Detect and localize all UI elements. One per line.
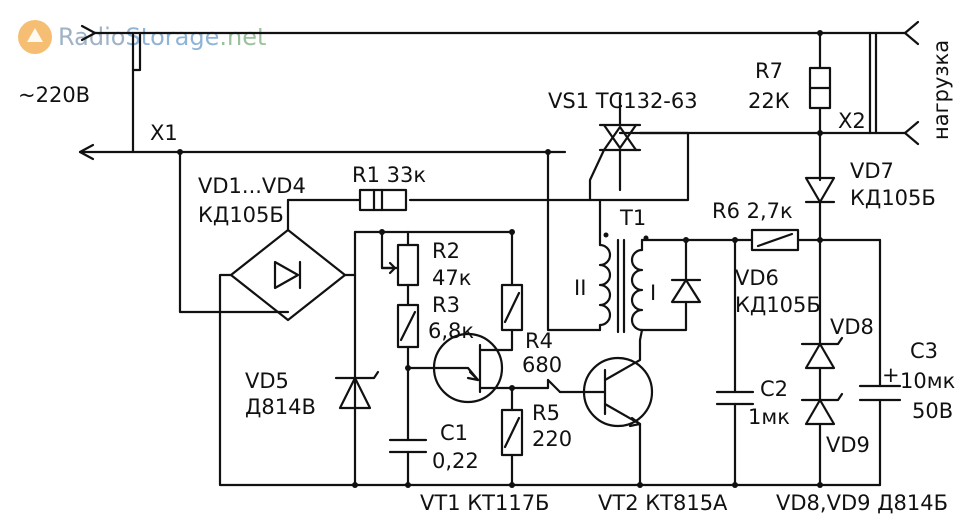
watermark-text-b: Storage: [125, 23, 219, 51]
vd8-label: VD8: [830, 315, 874, 339]
r5-resistor: [500, 378, 550, 487]
c1-value: 0,22: [432, 449, 479, 473]
r4-name: R4: [525, 329, 553, 353]
r5-value: 220: [532, 427, 572, 451]
r3-name: R3: [432, 293, 460, 317]
c1-capacitor: [388, 430, 428, 487]
load-label: нагрузка: [929, 40, 953, 140]
watermark: RadioStorage.net: [18, 20, 266, 54]
vd89-label: VD8,VD9 Д814Б: [776, 491, 948, 515]
c1-name: C1: [440, 421, 468, 445]
r2-potentiometer: [380, 230, 420, 307]
vs1-label: VS1 ТС132-63: [548, 89, 698, 113]
watermark-text-a: Radio: [58, 23, 125, 51]
c3-name: C3: [910, 339, 938, 363]
vd9-zener: [800, 366, 844, 487]
vd7-name: VD7: [850, 159, 894, 183]
r2-name: R2: [432, 239, 460, 263]
bridge-rectifier: [218, 198, 357, 322]
vt2-label: VT2 КТ815А: [598, 491, 728, 515]
vd5-type: Д814В: [245, 395, 316, 419]
mains-wiring: [78, 20, 920, 487]
t1-winding-1: I: [650, 281, 656, 305]
vt1-label: VT1 КТ117Б: [420, 491, 549, 515]
c3-plus: +: [882, 363, 900, 387]
c3-voltage: 50В: [912, 399, 953, 423]
vt2-transistor: [546, 343, 654, 487]
r4-value: 680: [522, 353, 562, 377]
t1-label: T1: [619, 206, 646, 230]
r7-name: R7: [755, 59, 783, 83]
vd7-diode: [804, 176, 836, 242]
r1-label: R1 33к: [352, 163, 426, 187]
r1-resistor: [286, 188, 408, 212]
vd5-name: VD5: [245, 369, 289, 393]
r4-resistor: [500, 230, 524, 332]
c2-name: C2: [760, 377, 788, 401]
t1-transformer: [598, 198, 737, 347]
r3-value: 6,8к: [428, 319, 474, 343]
winding-diode: [640, 238, 702, 332]
t1-winding-2: II: [574, 276, 586, 300]
vd6-name: VD6: [735, 266, 779, 290]
mains-label: ~220В: [18, 83, 90, 107]
bridge-type: КД105Б: [198, 203, 284, 227]
r7-resistor: [808, 31, 832, 182]
r5-name: R5: [532, 401, 560, 425]
vd5-zener: [334, 370, 380, 410]
r2-value: 47к: [432, 266, 471, 290]
watermark-text-c: .net: [219, 23, 266, 51]
c3-value: 10мк: [900, 369, 955, 393]
r6-label: R6 2,7к: [712, 199, 793, 223]
c3-capacitor: [858, 238, 902, 487]
r7-value: 22К: [748, 89, 790, 113]
c2-value: 1мк: [748, 405, 790, 429]
svg-text:RadioStorage.net: RadioStorage.net: [58, 23, 266, 51]
vt1-transistor: [406, 328, 514, 412]
x2-label: X2: [838, 109, 866, 133]
vd9-label: VD9: [826, 433, 870, 457]
vd6-type: КД105Б: [735, 293, 821, 317]
vd7-type: КД105Б: [850, 186, 936, 210]
c2-capacitor: [715, 238, 755, 487]
r6-resistor: [733, 228, 882, 252]
bridge-name: VD1...VD4: [198, 174, 306, 198]
x1-label: X1: [150, 121, 178, 145]
